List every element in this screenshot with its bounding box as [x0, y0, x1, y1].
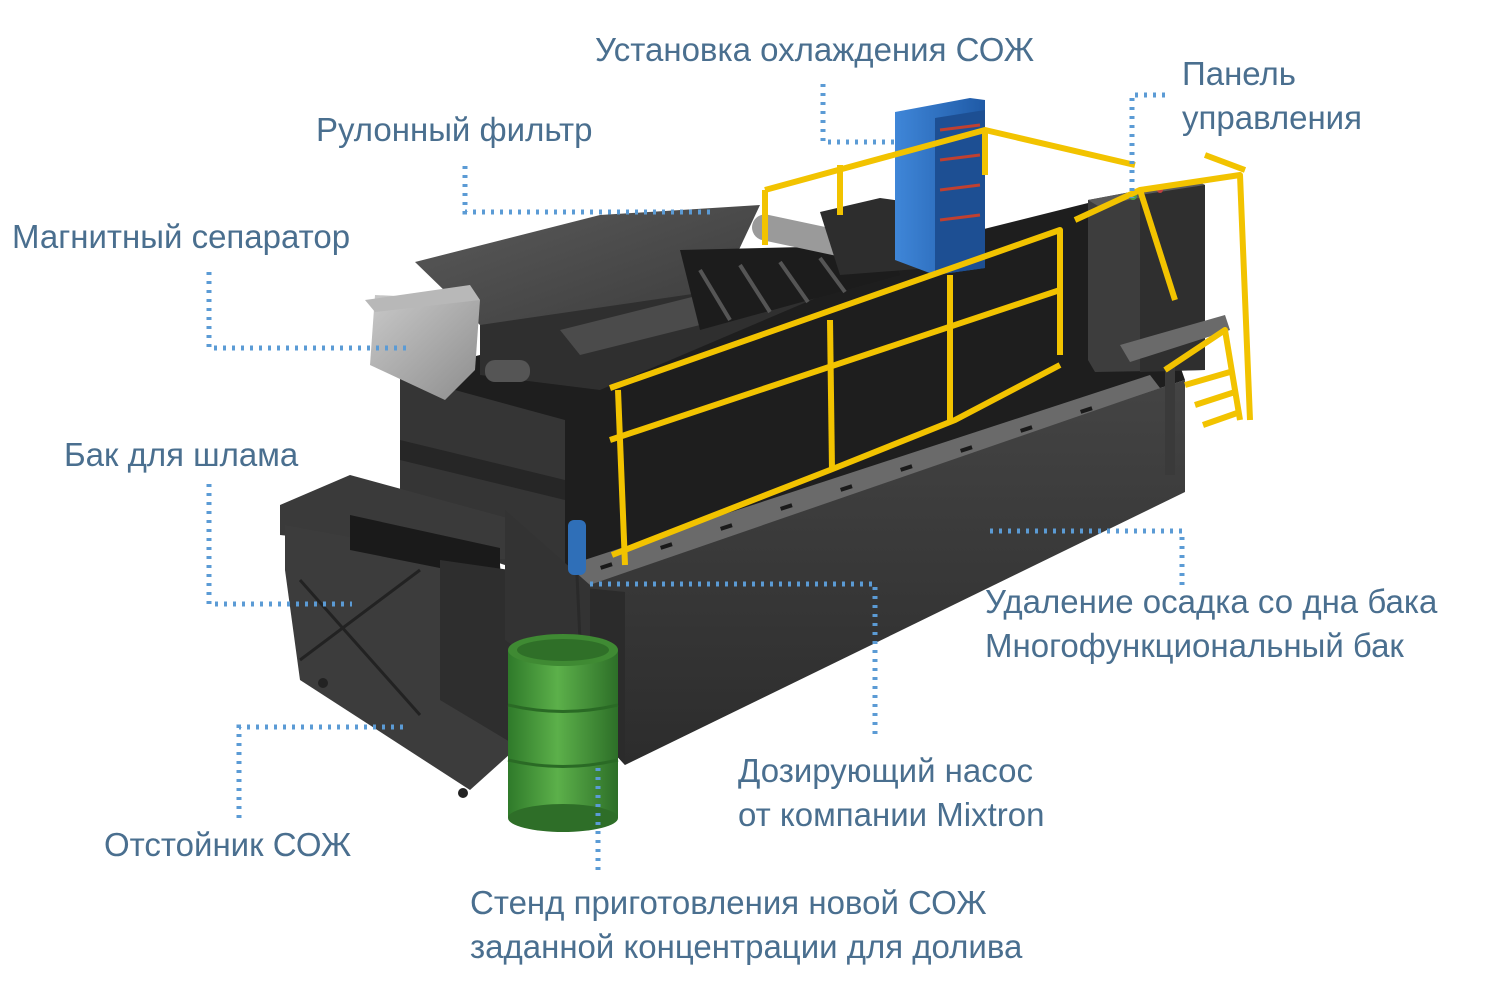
- label-dosing-pump: Дозирующий насос от компании Mixtron: [738, 752, 1045, 833]
- label-sediment-removal: Удаление осадка со дна бака Многофункцио…: [985, 583, 1438, 664]
- leader-sediment-removal: [990, 528, 1185, 585]
- label-coolant-settler: Отстойник СОЖ: [104, 826, 352, 863]
- leader-sludge-tank: [206, 484, 352, 607]
- service-platform: [1120, 315, 1230, 475]
- leader-control-panel: [1129, 92, 1165, 198]
- leader-roll-filter: [462, 166, 715, 215]
- label-magnetic-separator: Магнитный сепаратор: [12, 218, 351, 255]
- safety-railing: [609, 127, 1253, 566]
- coolant-drum: [507, 634, 619, 832]
- label-control-panel: Панель управления: [1182, 55, 1362, 136]
- dosing-pump: [568, 520, 586, 641]
- magnetic-separator: [365, 285, 530, 400]
- main-tank: [400, 195, 1185, 765]
- leader-lines: [206, 84, 1185, 876]
- label-roll-filter: Рулонный фильтр: [316, 111, 593, 148]
- label-sludge-tank: Бак для шлама: [64, 436, 299, 473]
- label-cooling-unit: Установка охлаждения СОЖ: [595, 31, 1035, 68]
- label-mixing-stand: Стенд приготовления новой СОЖ заданной к…: [470, 884, 1023, 965]
- leader-coolant-settler: [236, 724, 408, 818]
- leader-cooling-unit: [820, 84, 895, 145]
- cooling-unit: [820, 98, 985, 275]
- leader-dosing-pump: [590, 581, 878, 738]
